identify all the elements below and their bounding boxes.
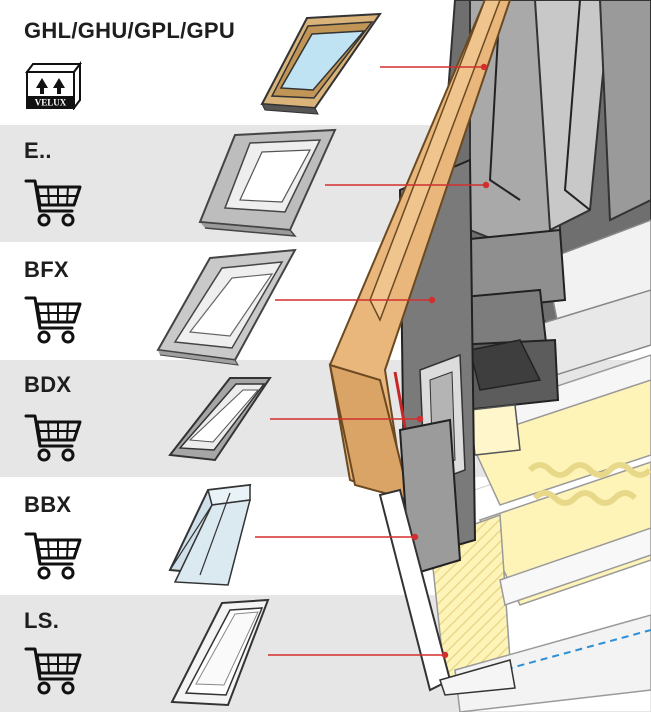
vapour-barrier-bbx-illustration bbox=[168, 483, 252, 586]
shopping-cart-icon[interactable] bbox=[24, 530, 82, 582]
flashing-e-illustration bbox=[198, 128, 337, 237]
shopping-cart-icon[interactable] bbox=[24, 177, 82, 229]
leader-dot-6 bbox=[441, 651, 449, 659]
leader-dot-4 bbox=[416, 415, 424, 423]
leader-dot-3 bbox=[428, 296, 436, 304]
shopping-cart-icon[interactable] bbox=[24, 294, 82, 346]
roof-window-illustration bbox=[260, 12, 382, 115]
product-label-1: GHL/GHU/GPL/GPU bbox=[24, 18, 236, 43]
leader-lines bbox=[255, 63, 490, 659]
insulation-frame-bdx-illustration bbox=[168, 377, 272, 462]
product-label-3: BFX bbox=[24, 257, 69, 282]
leader-dot-5 bbox=[411, 533, 419, 541]
shopping-cart-icon[interactable] bbox=[24, 645, 82, 697]
velux-box-icon: VELUX bbox=[24, 58, 82, 110]
shopping-cart-icon[interactable] bbox=[24, 412, 82, 464]
leader-dot-2 bbox=[482, 181, 490, 189]
product-label-5: BBX bbox=[24, 492, 72, 517]
velux-box-text: VELUX bbox=[35, 98, 67, 108]
product-label-6: LS. bbox=[24, 608, 60, 633]
collar-bfx-illustration bbox=[156, 248, 297, 366]
lining-ls-illustration bbox=[170, 598, 270, 707]
roof-section bbox=[328, 0, 651, 712]
product-label-2: E.. bbox=[24, 138, 52, 163]
product-label-4: BDX bbox=[24, 372, 72, 397]
leader-dot-1 bbox=[480, 63, 488, 71]
